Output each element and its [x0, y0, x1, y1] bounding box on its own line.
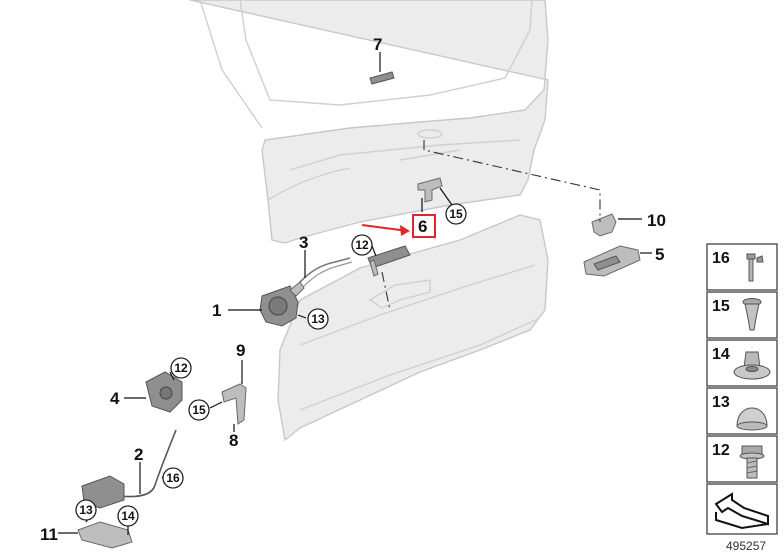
callout-7: 7 — [373, 35, 382, 54]
svg-text:13: 13 — [79, 503, 93, 517]
circled-callout-13-mid: 13 — [307, 308, 329, 330]
svg-text:14: 14 — [712, 346, 730, 363]
part-1-lock — [259, 281, 305, 327]
tailgate-upper — [189, 0, 549, 244]
legend-item-12: 12 — [706, 435, 778, 483]
svg-text:15: 15 — [449, 207, 463, 221]
part-10-bracket — [591, 213, 617, 237]
arrow-sign-icon — [714, 492, 769, 530]
svg-text:13: 13 — [712, 394, 730, 411]
part-3-cable — [299, 257, 353, 289]
part-5-handle — [583, 245, 641, 277]
callout-3: 3 — [299, 233, 308, 252]
svg-text:15: 15 — [192, 403, 206, 417]
svg-text:15: 15 — [712, 298, 730, 315]
bolt-icon — [746, 253, 764, 282]
callout-1: 1 — [212, 301, 221, 320]
circled-callout-12-left: 12 — [170, 357, 192, 379]
callout-2: 2 — [134, 445, 143, 464]
reference-number: 495257 — [726, 539, 766, 553]
part-12-switch — [367, 245, 411, 277]
callout-11: 11 — [40, 525, 58, 544]
circled-callout-15-left: 15 — [188, 399, 210, 421]
nut-icon — [733, 351, 771, 380]
highlight-arrow-head — [400, 225, 410, 236]
part-6-bracket — [417, 177, 443, 203]
callout-9: 9 — [236, 341, 245, 360]
callout-6: 6 — [418, 217, 427, 236]
svg-text:16: 16 — [166, 471, 180, 485]
circled-callout-16: 16 — [162, 467, 184, 489]
svg-text:16: 16 — [712, 250, 730, 267]
circled-callout-12-top: 12 — [351, 234, 373, 256]
callout-4: 4 — [110, 389, 120, 408]
svg-text:12: 12 — [355, 238, 369, 252]
part-4-actuator — [145, 371, 183, 413]
circled-callout-15-top: 15 — [445, 203, 467, 225]
circled-callout-14-low: 14 — [117, 505, 139, 527]
highlight-arrow — [361, 224, 409, 232]
legend-item-13: 13 — [706, 387, 778, 435]
fastener-legend: 16 15 14 13 — [706, 243, 778, 535]
circled-callout-13-low: 13 — [75, 499, 97, 521]
callout-10: 10 — [647, 211, 666, 230]
svg-text:12: 12 — [174, 361, 188, 375]
svg-text:14: 14 — [121, 509, 135, 523]
callout-8: 8 — [229, 431, 238, 450]
part-2-cable — [119, 429, 177, 498]
callout-5: 5 — [655, 245, 664, 264]
part-7-bracket — [369, 71, 395, 85]
part-8-9-bracket — [221, 383, 247, 425]
svg-text:12: 12 — [712, 442, 730, 459]
highlight-box-part-6 — [412, 214, 436, 238]
legend-item-16: 16 — [706, 243, 778, 291]
legend-item-15: 15 — [706, 291, 778, 339]
cap-icon — [736, 407, 768, 431]
screw-icon — [742, 298, 762, 331]
bolt-icon — [739, 445, 765, 479]
legend-item-arrow-sign — [706, 483, 778, 535]
part-11-bracket — [77, 521, 133, 549]
svg-text:13: 13 — [311, 312, 325, 326]
legend-item-14: 14 — [706, 339, 778, 387]
